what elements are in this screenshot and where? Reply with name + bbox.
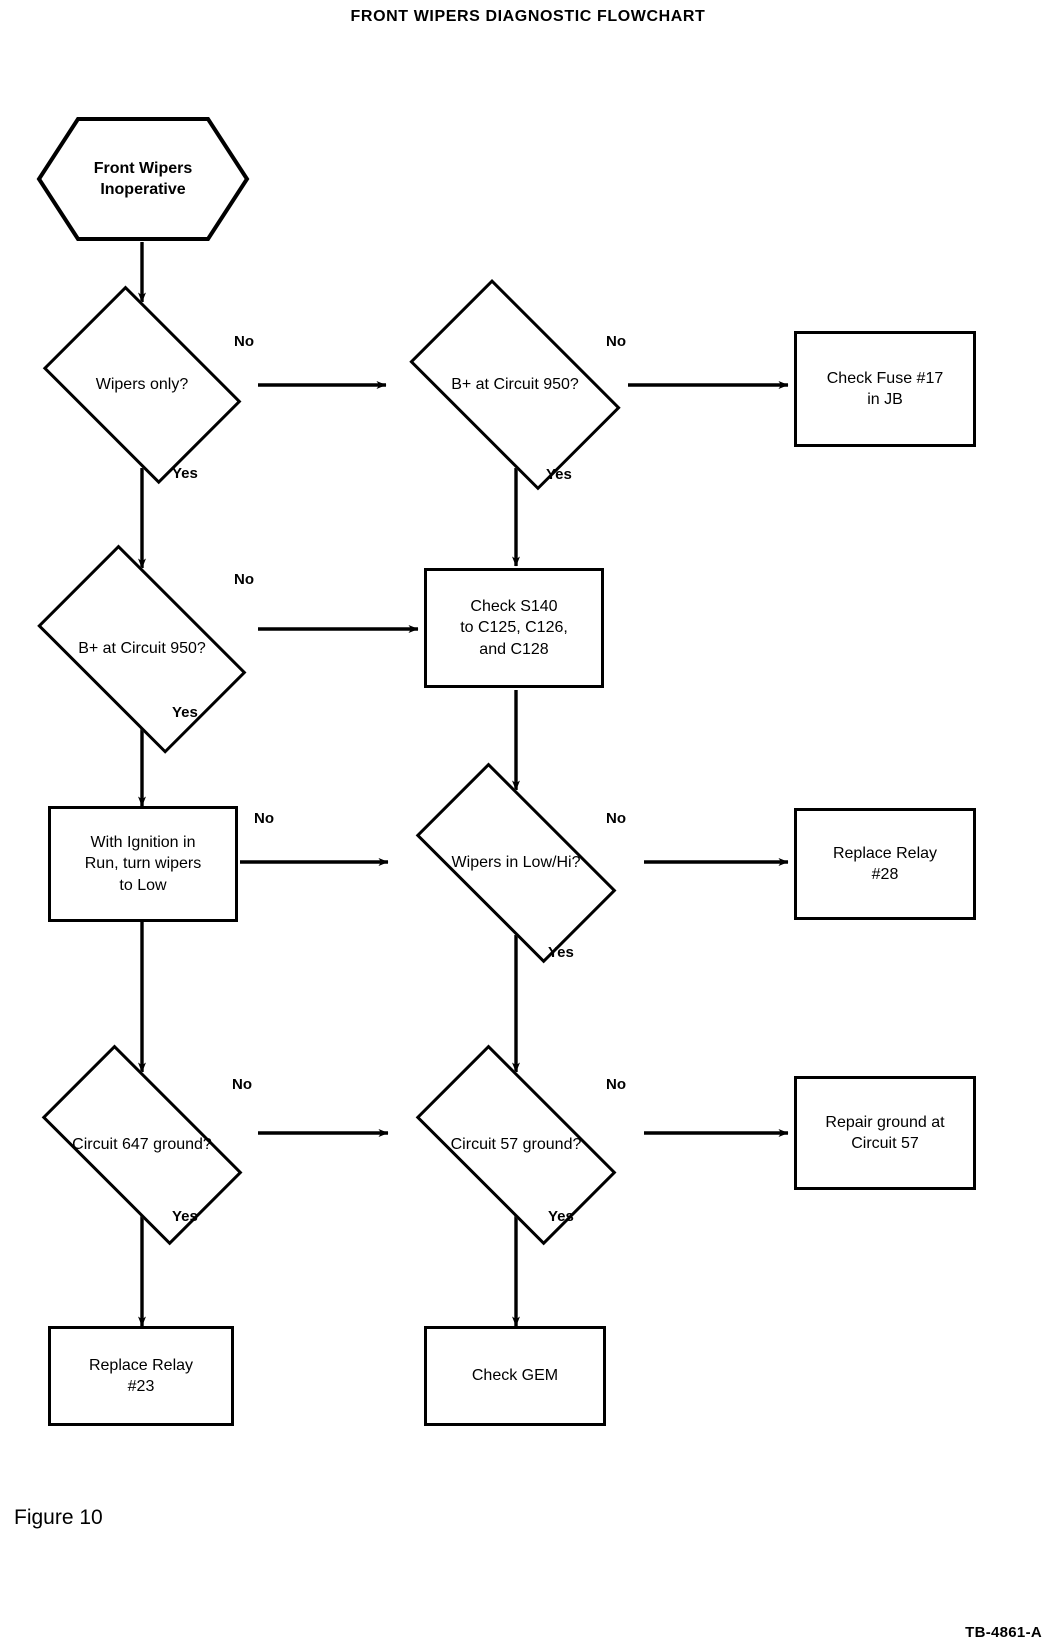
node-ignition-run[interactable]: With Ignition in Run, turn wipers to Low bbox=[48, 806, 238, 922]
node-bplus-950-left[interactable]: B+ at Circuit 950? bbox=[14, 544, 270, 754]
node-repair-ground-57[interactable]: Repair ground at Circuit 57 bbox=[794, 1076, 976, 1190]
node-wipers-only-label: Wipers only? bbox=[95, 375, 189, 393]
node-check-gem[interactable]: Check GEM bbox=[424, 1326, 606, 1426]
node-bplus-950-top-label: B+ at Circuit 950? bbox=[451, 375, 579, 393]
node-check-s140[interactable]: Check S140 to C125, C126, and C128 bbox=[424, 568, 604, 688]
edge-label-d3-yes: Yes bbox=[172, 704, 198, 721]
hexagon-shape bbox=[36, 117, 250, 241]
edge-label-d6-no: No bbox=[606, 1076, 626, 1093]
node-start-label: Front Wipers Inoperative bbox=[93, 159, 193, 198]
edge-label-d6-yes: Yes bbox=[548, 1208, 574, 1225]
node-circuit-57-ground[interactable]: Circuit 57 ground? bbox=[388, 1044, 644, 1246]
figure-caption: Figure 10 bbox=[14, 1506, 103, 1529]
node-circuit-57-ground-label: Circuit 57 ground? bbox=[450, 1135, 582, 1153]
node-bplus-950-top[interactable]: B+ at Circuit 950? bbox=[386, 279, 644, 491]
edge-label-d2-yes: Yes bbox=[546, 466, 572, 483]
edge-label-d1-yes: Yes bbox=[172, 465, 198, 482]
reference-code: TB-4861-A bbox=[965, 1624, 1042, 1641]
node-bplus-950-left-label: B+ at Circuit 950? bbox=[78, 639, 206, 657]
node-circuit-647-ground[interactable]: Circuit 647 ground? bbox=[14, 1044, 270, 1246]
edge-label-d4-no: No bbox=[254, 810, 274, 827]
node-wipers-only[interactable]: Wipers only? bbox=[26, 285, 258, 485]
node-circuit-647-ground-label: Circuit 647 ground? bbox=[72, 1135, 212, 1153]
node-start[interactable]: Front Wipers Inoperative bbox=[36, 116, 250, 242]
edge-label-d4-yes: Yes bbox=[548, 944, 574, 961]
edge-label-d4-no-right: No bbox=[606, 810, 626, 827]
node-wipers-low-hi[interactable]: Wipers in Low/Hi? bbox=[388, 762, 644, 964]
edge-label-d2-no: No bbox=[606, 333, 626, 350]
edge-label-d5-yes: Yes bbox=[172, 1208, 198, 1225]
edge-label-d5-no: No bbox=[232, 1076, 252, 1093]
node-replace-relay-28[interactable]: Replace Relay #28 bbox=[794, 808, 976, 920]
node-wipers-low-hi-label: Wipers in Low/Hi? bbox=[451, 853, 581, 871]
node-check-fuse[interactable]: Check Fuse #17 in JB bbox=[794, 331, 976, 447]
edge-label-d3-no: No bbox=[234, 571, 254, 588]
edge-label-d1-no: No bbox=[234, 333, 254, 350]
page-title: FRONT WIPERS DIAGNOSTIC FLOWCHART bbox=[350, 8, 706, 25]
node-replace-relay-23[interactable]: Replace Relay #23 bbox=[48, 1326, 234, 1426]
